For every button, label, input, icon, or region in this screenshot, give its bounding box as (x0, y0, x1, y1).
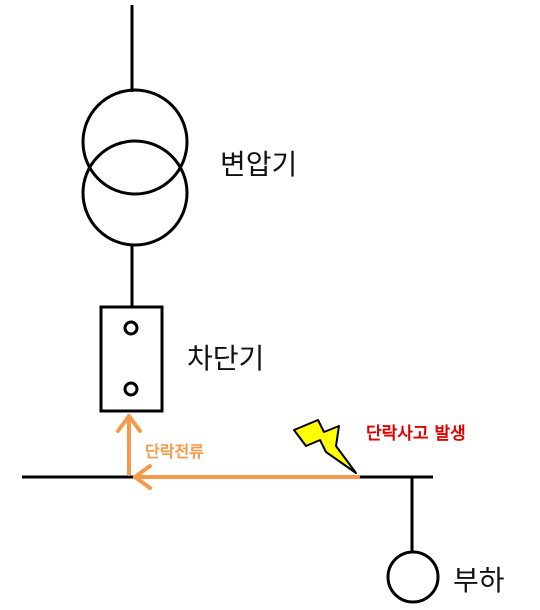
circuit-breaker-symbol (99, 305, 164, 413)
fault-current-path (116, 414, 360, 490)
current-arrowhead-up (116, 414, 142, 433)
breaker-contact-top (123, 320, 139, 336)
transformer-secondary-coil (81, 139, 189, 247)
transformer-symbol (81, 88, 189, 247)
circle-load-icon (386, 550, 440, 604)
transformer-primary-coil (81, 88, 189, 196)
fault-current-label: 단락전류 (145, 442, 204, 461)
breaker-contact-bottom (123, 381, 139, 397)
transformer-label: 변압기 (220, 148, 298, 181)
fault-label: 단락사고 발생 (366, 424, 466, 444)
current-arrowhead-left (133, 464, 152, 490)
lightning-bolt-icon (293, 419, 357, 474)
load-label: 부하 (453, 564, 505, 597)
breaker-body (99, 305, 164, 413)
breaker-label: 차단기 (187, 342, 265, 375)
